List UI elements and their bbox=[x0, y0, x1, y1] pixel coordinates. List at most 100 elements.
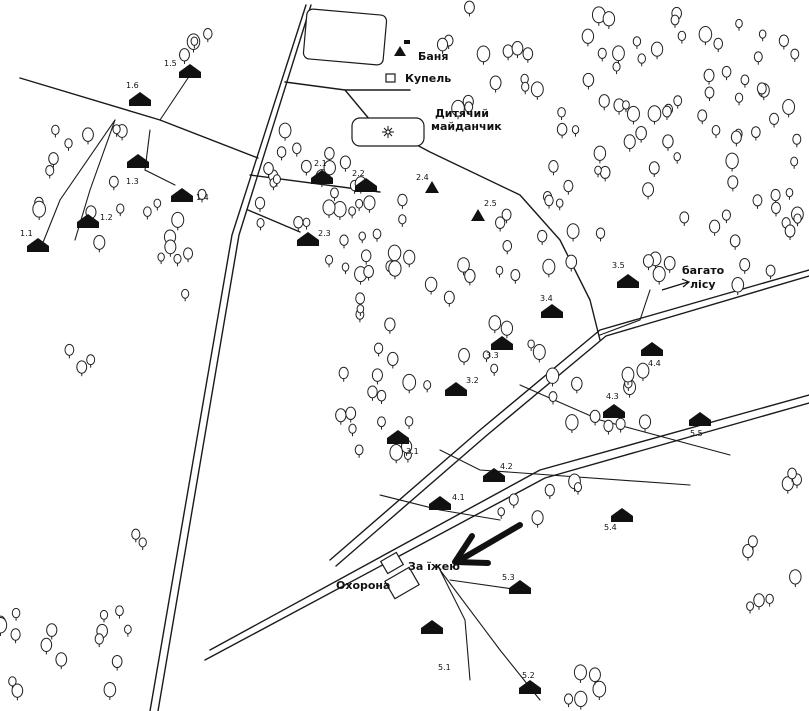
tree-icon bbox=[673, 95, 683, 109]
tree-icon bbox=[730, 130, 742, 147]
tree-icon bbox=[626, 105, 640, 125]
house-number-label: 5.3 bbox=[502, 573, 515, 582]
tree-icon bbox=[636, 362, 650, 382]
tree-icon bbox=[272, 174, 281, 187]
tree-icon bbox=[621, 366, 635, 386]
house-number-label: 4.3 bbox=[606, 392, 619, 401]
tree-icon bbox=[131, 528, 141, 543]
branch-35 bbox=[599, 289, 651, 336]
road-2x-b bbox=[247, 209, 301, 233]
house-icon bbox=[483, 468, 505, 482]
okhorona-label: Охорона bbox=[336, 579, 390, 592]
house-icon bbox=[387, 430, 409, 444]
main-road bbox=[149, 4, 307, 711]
house-icon bbox=[471, 209, 485, 221]
tree-icon bbox=[662, 134, 674, 151]
facilities bbox=[302, 8, 425, 600]
house-icon bbox=[421, 620, 443, 634]
tree-icon bbox=[389, 444, 404, 464]
tree-icon bbox=[527, 339, 535, 352]
house-icon bbox=[445, 382, 467, 396]
tree-icon bbox=[356, 304, 365, 316]
road-lower bbox=[209, 394, 809, 651]
tree-icon bbox=[739, 257, 751, 274]
tree-icon bbox=[597, 47, 607, 62]
tree-icon bbox=[457, 257, 470, 276]
tree-icon bbox=[171, 211, 185, 231]
house-icon bbox=[641, 342, 663, 356]
tree-icon bbox=[300, 159, 312, 176]
tree-icon bbox=[510, 269, 521, 284]
tree-icon bbox=[571, 376, 583, 394]
tree-icon bbox=[495, 265, 504, 278]
tree-icon bbox=[397, 193, 408, 209]
tree-icon bbox=[778, 34, 789, 50]
house-number-label: 5.4 bbox=[604, 523, 617, 532]
tree-icon bbox=[256, 218, 265, 231]
road-se-main bbox=[329, 269, 809, 561]
road-lower-b bbox=[204, 402, 809, 661]
tree-icon bbox=[464, 0, 475, 17]
tree-icon bbox=[532, 344, 546, 363]
tree-icon bbox=[698, 26, 713, 46]
house-number-label: 1.6 bbox=[126, 81, 139, 90]
tree-icon bbox=[697, 109, 708, 125]
tree-icon bbox=[488, 315, 502, 334]
tree-icon bbox=[384, 317, 396, 334]
tree-icon bbox=[642, 182, 655, 200]
tree-icon bbox=[770, 188, 781, 204]
tree-icon bbox=[376, 389, 387, 405]
tree-icon bbox=[138, 537, 147, 550]
house-icon bbox=[171, 188, 193, 202]
tree-icon bbox=[670, 14, 680, 28]
playground-label-2: майданчик bbox=[431, 120, 502, 133]
tree-icon bbox=[571, 125, 580, 137]
tree-icon bbox=[530, 81, 544, 100]
tree-icon bbox=[662, 105, 672, 120]
tree-icon bbox=[371, 368, 383, 385]
tree-icon bbox=[333, 200, 347, 220]
tree-icon bbox=[793, 213, 802, 227]
house-number-label: 2.4 bbox=[416, 173, 429, 182]
forest-arrow-icon bbox=[661, 278, 691, 291]
tree-icon bbox=[623, 134, 636, 152]
house-icon bbox=[611, 508, 633, 522]
bath-icon bbox=[394, 40, 410, 56]
tree-icon bbox=[402, 373, 417, 394]
tree-icon bbox=[423, 380, 432, 393]
tree-icon bbox=[490, 363, 499, 376]
tree-icon bbox=[123, 624, 132, 637]
tree-icon bbox=[574, 690, 588, 710]
house-icon bbox=[425, 181, 439, 193]
tree-icon bbox=[190, 36, 199, 49]
tree-icon bbox=[612, 61, 621, 75]
tree-icon bbox=[183, 247, 194, 263]
house-icon bbox=[127, 154, 149, 168]
tree-icon bbox=[650, 41, 664, 60]
tree-icon bbox=[771, 201, 781, 217]
branch-53 bbox=[449, 579, 521, 591]
tree-icon bbox=[500, 320, 514, 339]
tree-icon bbox=[339, 234, 349, 249]
tree-icon bbox=[753, 51, 763, 65]
tree-icon bbox=[752, 194, 763, 209]
tree-icon bbox=[746, 601, 755, 614]
tree-icon bbox=[464, 268, 476, 286]
tree-icon bbox=[263, 162, 274, 178]
tree-icon bbox=[622, 100, 630, 113]
tree-icon bbox=[372, 228, 382, 242]
house-number-label: 5.5 bbox=[690, 429, 703, 438]
tree-icon bbox=[537, 229, 548, 245]
tree-icon bbox=[278, 122, 292, 141]
tree-icon bbox=[602, 11, 616, 29]
house-icon bbox=[519, 680, 541, 694]
tree-icon bbox=[573, 482, 583, 495]
tree-icon bbox=[727, 175, 739, 192]
tree-icon bbox=[40, 637, 53, 655]
tree-icon bbox=[673, 152, 681, 164]
tree-icon bbox=[403, 249, 416, 268]
tree-icon bbox=[367, 385, 378, 401]
house-icon bbox=[491, 336, 513, 350]
food-label: За їжею bbox=[408, 560, 460, 573]
tree-icon bbox=[677, 30, 687, 44]
